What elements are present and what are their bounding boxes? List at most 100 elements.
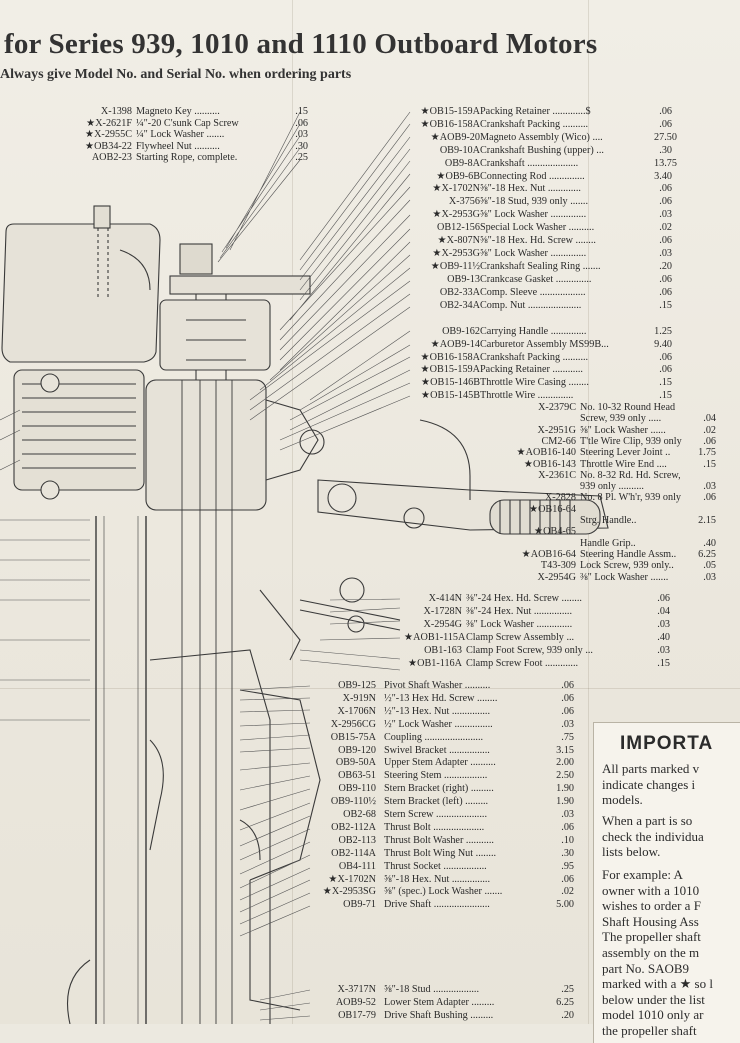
part-description: Flywheel Nut .......... (136, 140, 220, 152)
part-price: .06 (703, 435, 716, 447)
part-number: ★AOB16-140 (516, 447, 576, 459)
part-description: Coupling ....................... (384, 731, 484, 743)
notice-line: The propeller shaft (602, 929, 701, 945)
part-number: ★X-2953G (432, 209, 480, 221)
notice-line: below under the list (602, 991, 705, 1007)
part-price: 1.75 (698, 447, 716, 459)
part-description: Stern Bracket (left) ......... (384, 796, 489, 808)
part-number: ★OB1-116A (407, 658, 462, 669)
part-number: X-2954G (423, 619, 462, 630)
part-description: Crankshaft Packing .......... (480, 351, 589, 363)
part-number: ★AOB16-64 (521, 548, 576, 560)
part-description: Strg. Handle.. (580, 515, 637, 526)
part-description: Magneto Key .......... (136, 106, 220, 117)
part-number: X-2954G (537, 571, 576, 583)
part-number: AOB9-52 (335, 996, 376, 1008)
part-number: OB4-111 (338, 860, 376, 872)
part-description: Drive Shaft Bushing ......... (384, 1009, 494, 1021)
part-number: ★OB34-22 (84, 140, 132, 152)
part-price: .06 (659, 183, 672, 195)
part-price: .75 (561, 731, 574, 743)
part-number: ★OB15-159A (420, 364, 480, 376)
part-number: ★X-2955C (84, 129, 132, 141)
part-price: .06 (659, 235, 672, 246)
part-price: .30 (295, 140, 308, 152)
part-price: 1.25 (654, 326, 672, 337)
part-description: ⅝"-18 Hex. Nut ............... (384, 873, 491, 885)
part-price: .20 (659, 260, 672, 272)
part-description: Thrust Bolt .................... (384, 821, 485, 833)
part-description: No. 8-32 Rd. Hd. Screw, (580, 469, 681, 481)
notice-paragraph: For example: A owner with a 1010 wishes … (602, 867, 740, 1039)
part-number: ★OB15-146B (421, 377, 480, 389)
part-price: .25 (561, 984, 574, 995)
notice-line: assembly on the m (602, 944, 700, 960)
notice-paragraph: When a part is so check the individua li… (602, 813, 740, 860)
part-price: .03 (659, 247, 672, 259)
part-price: 3.15 (556, 744, 574, 756)
notice-paragraph: All parts marked v indicate changes i mo… (602, 761, 740, 808)
notice-line: lists below. (602, 844, 661, 860)
part-number: X-919N (342, 692, 376, 704)
part-description: Comp. Sleeve .................. (480, 286, 586, 298)
part-description: ⅝"-18 Stud .................. (384, 984, 480, 995)
part-price: .40 (657, 632, 670, 643)
part-description: ⅜" Lock Washer .............. (466, 619, 573, 630)
part-description: ½" Lock Washer ............... (384, 718, 493, 730)
part-number: OB9-10A (439, 144, 480, 156)
part-price: .03 (295, 129, 308, 141)
part-price: 13.75 (654, 157, 677, 169)
part-description: ¼" Lock Washer ....... (136, 129, 225, 141)
part-price: 2.00 (556, 757, 574, 769)
part-price: .06 (659, 118, 672, 130)
part-price: .03 (657, 619, 670, 630)
part-price: 27.50 (654, 131, 677, 143)
part-description: Steering Stem ................. (384, 770, 488, 782)
part-number: OB2-33A (439, 286, 480, 298)
part-description: Clamp Screw Foot ............. (466, 658, 579, 669)
part-number: OB63-51 (338, 770, 376, 782)
part-price: .06 (561, 680, 574, 691)
part-description: ⅜"-24 Hex. Nut ............... (466, 606, 573, 617)
part-number: OB9-110 (338, 783, 376, 795)
part-description: Thrust Bolt Wing Nut ........ (384, 847, 497, 859)
part-description: ⅝" Lock Washer .............. (480, 209, 587, 221)
fold-line (292, 0, 293, 1024)
part-number: X-2828 (544, 492, 576, 504)
part-description: Magneto Assembly (Wico) .... (480, 131, 603, 143)
part-number: OB9-8A (444, 157, 480, 169)
part-description: Stern Bracket (right) ......... (384, 783, 494, 795)
part-price: .06 (561, 692, 574, 704)
notice-line: the propeller shaft (602, 1022, 697, 1038)
part-description: Drive Shaft ...................... (384, 899, 490, 911)
part-description: Carburetor Assembly MS99B... (480, 338, 609, 350)
part-description: Throttle Wire End .... (580, 458, 667, 470)
part-description: Packing Retainer ............ (480, 364, 583, 376)
part-number: ★AOB9-20 (430, 131, 480, 143)
part-price: 5.00 (556, 899, 574, 911)
part-price: .15 (703, 458, 716, 470)
part-number: OB2-113 (338, 834, 376, 846)
part-description: Carrying Handle .............. (480, 326, 587, 337)
part-number: CM2-66 (541, 435, 576, 447)
part-description: Lower Stem Adapter ......... (384, 996, 495, 1008)
part-description: Crankshaft Packing .......... (480, 118, 589, 130)
part-number: OB17-79 (338, 1009, 376, 1021)
part-number: ★OB15-159A (420, 106, 480, 117)
part-number: OB1-163 (424, 645, 462, 656)
notice-line: owner with a 1010 (602, 882, 700, 898)
important-notice: IMPORTA All parts marked v indicate chan… (593, 722, 740, 1043)
part-price: .05 (703, 560, 716, 572)
part-price: .15 (659, 390, 672, 401)
part-price: .20 (561, 1009, 574, 1021)
part-description: 939 only .......... (580, 481, 644, 493)
notice-line: When a part is so (602, 813, 693, 828)
notice-line: For example: A (602, 867, 683, 882)
part-description: Swivel Bracket ................ (384, 744, 490, 756)
part-number: ★OB9-11½ (430, 260, 480, 272)
part-price: .06 (703, 492, 716, 504)
part-number: OB9-162 (442, 326, 480, 337)
part-description: Thrust Socket ................. (384, 860, 487, 872)
part-description: Crankshaft Bushing (upper) ... (480, 144, 604, 156)
